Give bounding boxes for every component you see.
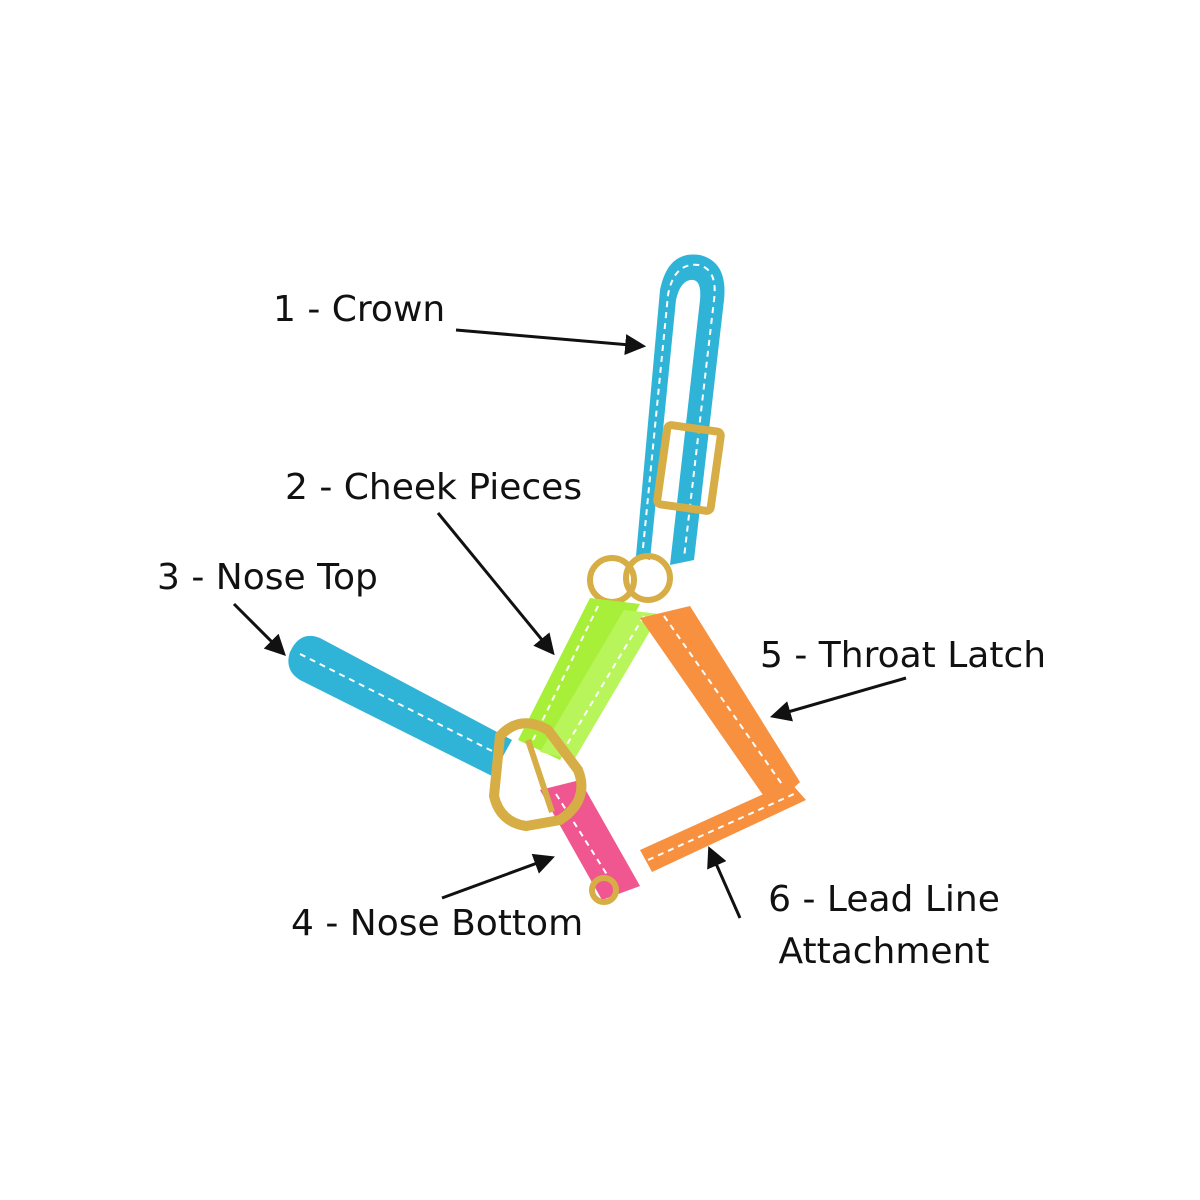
cheek-ring-right: [623, 553, 673, 603]
label-nose-bottom: 4 - Nose Bottom: [291, 903, 584, 944]
label-throat-latch: 5 - Throat Latch: [760, 635, 1047, 676]
label-nose-top: 3 - Nose Top: [157, 557, 378, 598]
crown-arrow: [455, 328, 647, 356]
throat-latch-strap: [640, 606, 806, 872]
nose-buckle: [488, 718, 587, 832]
throat-latch-arrow: [769, 676, 907, 722]
nose-bottom-arrow: [441, 853, 555, 900]
label-lead-line-line1: 6 - Lead Line: [768, 879, 1000, 920]
label-crown: 1 - Crown: [273, 289, 446, 330]
crown-buckle: [653, 421, 725, 515]
nose-bottom-strap: [540, 780, 640, 900]
label-cheek-pieces: 2 - Cheek Pieces: [285, 467, 583, 508]
nose-top-strap: [288, 635, 512, 776]
cheek-strap: [518, 598, 660, 760]
label-lead-line-line2: Attachment: [778, 931, 990, 973]
lead-line-arrow: [707, 846, 742, 919]
nose-top-arrow: [232, 602, 286, 656]
cheek-pieces-arrow: [436, 512, 555, 656]
lead-ring: [589, 875, 619, 905]
label-lead-line-attachment: 6 - Lead Line Attachment: [760, 874, 1008, 978]
crown-strap: [636, 254, 725, 565]
